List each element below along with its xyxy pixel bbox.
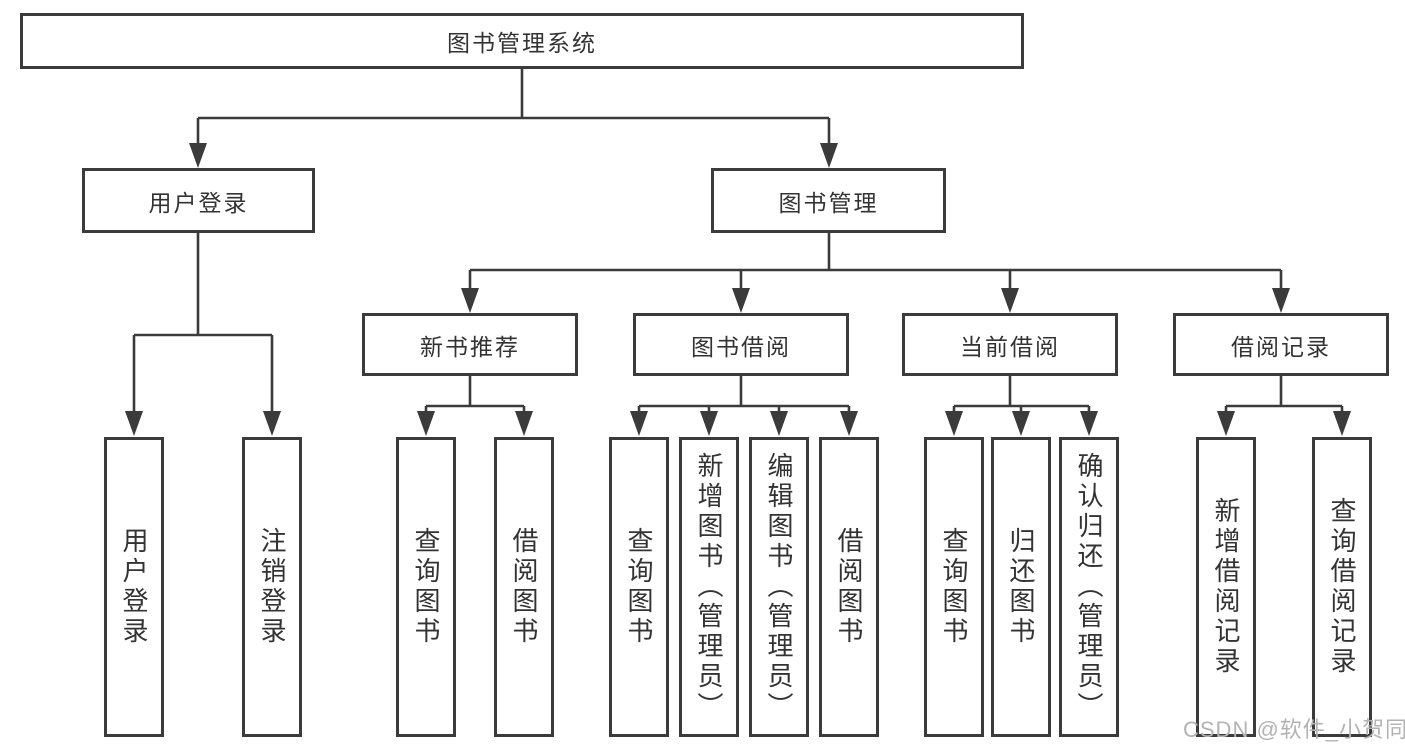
node-borrow-record-label: 借阅记录 <box>1231 333 1331 360</box>
node-new-book-recommend-label: 新书推荐 <box>420 333 520 360</box>
leaf-edit-book-admin: 编辑图书（管理员） <box>749 437 809 737</box>
leaf-edit-book-admin-label: 编辑图书（管理员） <box>764 452 794 722</box>
connector-book-management <box>468 233 1283 291</box>
connector-borrow-record <box>1224 376 1344 414</box>
leaf-borrow-book-1: 借阅图书 <box>494 437 554 737</box>
node-new-book-recommend: 新书推荐 <box>362 313 578 376</box>
leaf-query-book-3: 查询图书 <box>924 437 984 737</box>
node-user-login: 用户登录 <box>82 168 315 233</box>
node-book-management-label: 图书管理 <box>778 189 879 216</box>
leaf-borrow-book-2-label: 借阅图书 <box>834 527 864 647</box>
leaf-add-book-admin-label: 新增图书（管理员） <box>694 452 724 722</box>
arrowhead-icons <box>125 143 1351 436</box>
node-book-borrow-label: 图书借阅 <box>691 333 791 360</box>
leaf-confirm-return-admin-label: 确认归还（管理员） <box>1074 452 1104 722</box>
leaf-borrow-book-1-label: 借阅图书 <box>509 527 539 647</box>
leaf-query-book-2-label: 查询图书 <box>624 527 654 647</box>
leaf-query-borrow-record-label: 查询借阅记录 <box>1327 497 1357 677</box>
leaf-query-book-1: 查询图书 <box>396 437 456 737</box>
leaf-query-borrow-record: 查询借阅记录 <box>1312 437 1372 737</box>
leaf-return-book-label: 归还图书 <box>1006 527 1036 647</box>
node-current-borrow-label: 当前借阅 <box>960 333 1060 360</box>
node-borrow-record: 借阅记录 <box>1173 313 1389 376</box>
csdn-watermark: CSDN @软件_小贺同学 <box>1183 717 1405 742</box>
node-book-borrow: 图书借阅 <box>633 313 849 376</box>
leaf-logout-label: 注销登录 <box>257 527 287 647</box>
connector-new-book <box>424 376 526 414</box>
connector-user-login <box>132 233 274 414</box>
leaf-query-book-3-label: 查询图书 <box>939 527 969 647</box>
node-current-borrow: 当前借阅 <box>902 313 1118 376</box>
leaf-user-login-label: 用户登录 <box>119 527 149 647</box>
connector-book-borrow <box>637 376 851 414</box>
node-root-label: 图书管理系统 <box>447 30 597 56</box>
connector-root <box>196 69 831 146</box>
node-root: 图书管理系统 <box>20 13 1024 69</box>
leaf-add-borrow-record-label: 新增借阅记录 <box>1211 497 1241 677</box>
node-user-login-label: 用户登录 <box>148 189 249 216</box>
leaf-add-book-admin: 新增图书（管理员） <box>679 437 739 737</box>
leaf-query-book-2: 查询图书 <box>609 437 669 737</box>
leaf-return-book: 归还图书 <box>991 437 1051 737</box>
leaf-add-borrow-record: 新增借阅记录 <box>1196 437 1256 737</box>
leaf-query-book-1-label: 查询图书 <box>411 527 441 647</box>
leaf-borrow-book-2: 借阅图书 <box>819 437 879 737</box>
leaf-user-login: 用户登录 <box>104 437 164 737</box>
connector-current-borrow <box>952 376 1091 414</box>
leaf-confirm-return-admin: 确认归还（管理员） <box>1059 437 1119 737</box>
leaf-logout: 注销登录 <box>242 437 302 737</box>
node-book-management: 图书管理 <box>711 168 946 233</box>
